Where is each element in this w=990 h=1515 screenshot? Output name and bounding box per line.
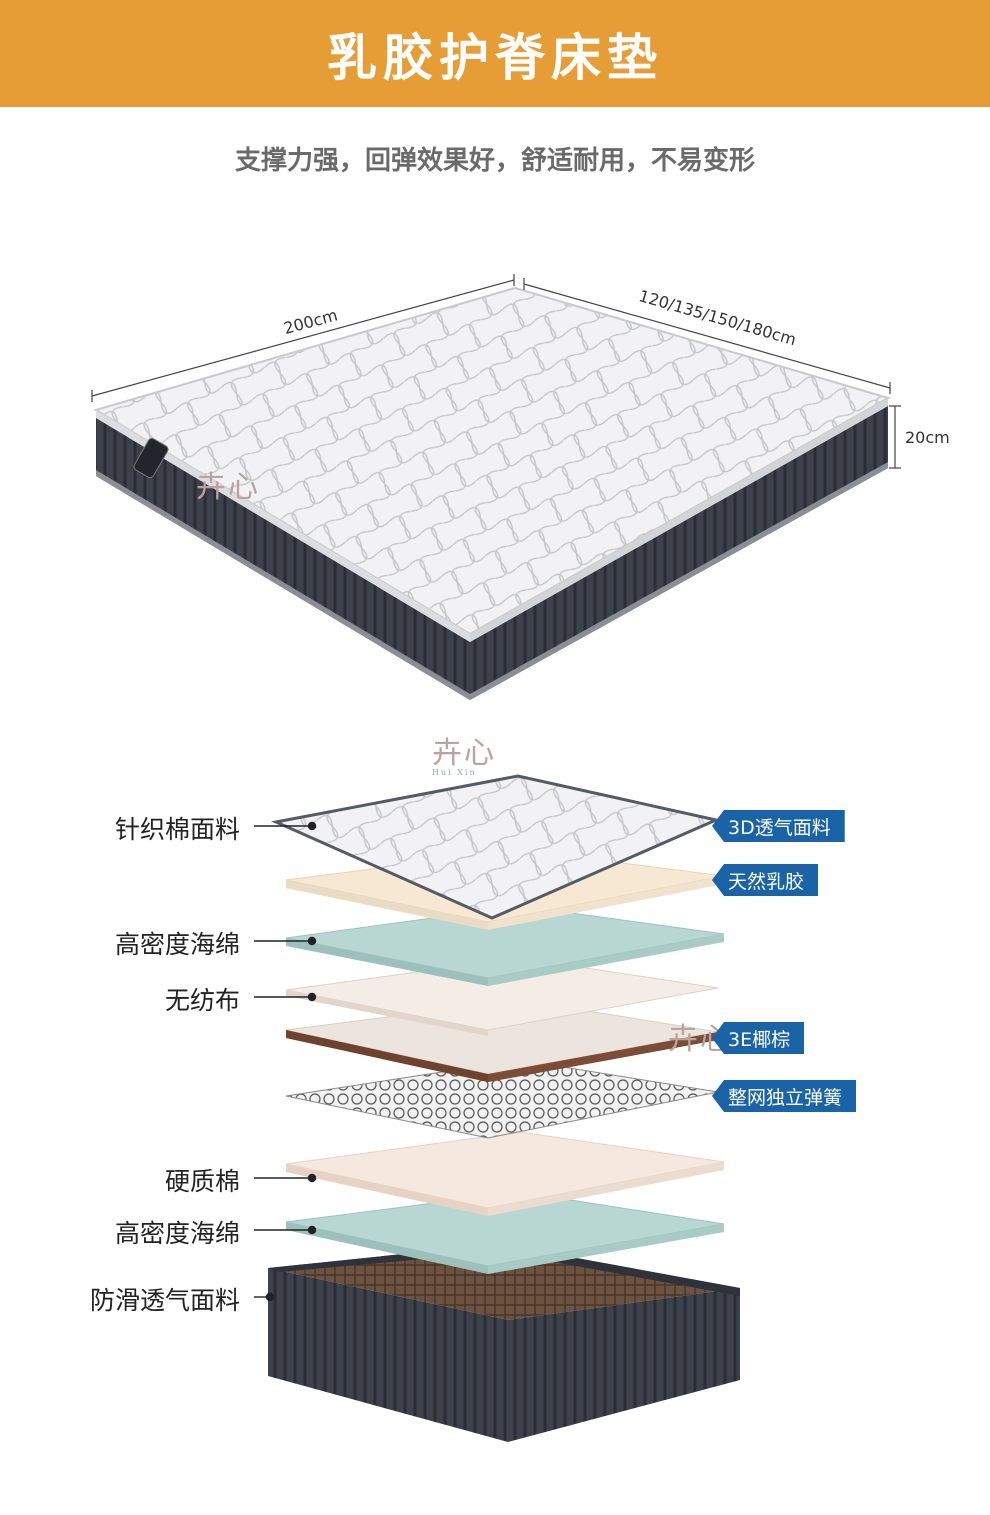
mattress-front-side bbox=[96, 418, 470, 700]
layer-stack bbox=[268, 774, 740, 1442]
label-high-density-foam-bottom: 高密度海绵 bbox=[114, 1219, 240, 1248]
label-anti-slip-fabric: 防滑透气面料 bbox=[89, 1286, 240, 1315]
mattress-right-side bbox=[470, 406, 888, 700]
brand-watermark-top: 卉心 bbox=[196, 470, 260, 505]
label-hard-cotton: 硬质棉 bbox=[164, 1167, 240, 1196]
top-fabric-layer bbox=[271, 774, 721, 920]
label-nonwoven: 无纺布 bbox=[164, 986, 240, 1015]
base-front-side bbox=[268, 1268, 508, 1442]
tag-3d-fabric: 3D透气面料 bbox=[712, 810, 845, 842]
tag-coir: 3E椰棕 bbox=[712, 1022, 805, 1054]
title-banner: 乳胶护脊床垫 bbox=[0, 0, 990, 107]
dimension-lines bbox=[91, 274, 901, 469]
base-right-side bbox=[508, 1288, 740, 1442]
brand-logo: 卉心 Hui Xin bbox=[432, 736, 496, 777]
label-high-density-foam-top: 高密度海绵 bbox=[114, 930, 240, 959]
page-title: 乳胶护脊床垫 bbox=[327, 28, 663, 87]
tag-natural-latex: 天然乳胶 bbox=[712, 864, 819, 896]
hard-cotton-layer bbox=[285, 1131, 725, 1209]
leader-lines bbox=[254, 821, 317, 1302]
tag-spring: 整网独立弹簧 bbox=[712, 1080, 857, 1112]
mattress-badge bbox=[133, 437, 169, 479]
subtitle: 支撑力强，回弹效果好，舒适耐用，不易变形 bbox=[234, 146, 755, 176]
length-label: 200cm bbox=[282, 305, 340, 338]
height-label: 20cm bbox=[905, 428, 950, 447]
base-bottom bbox=[268, 1244, 740, 1320]
label-knitted-cotton: 针织棉面料 bbox=[114, 815, 240, 844]
